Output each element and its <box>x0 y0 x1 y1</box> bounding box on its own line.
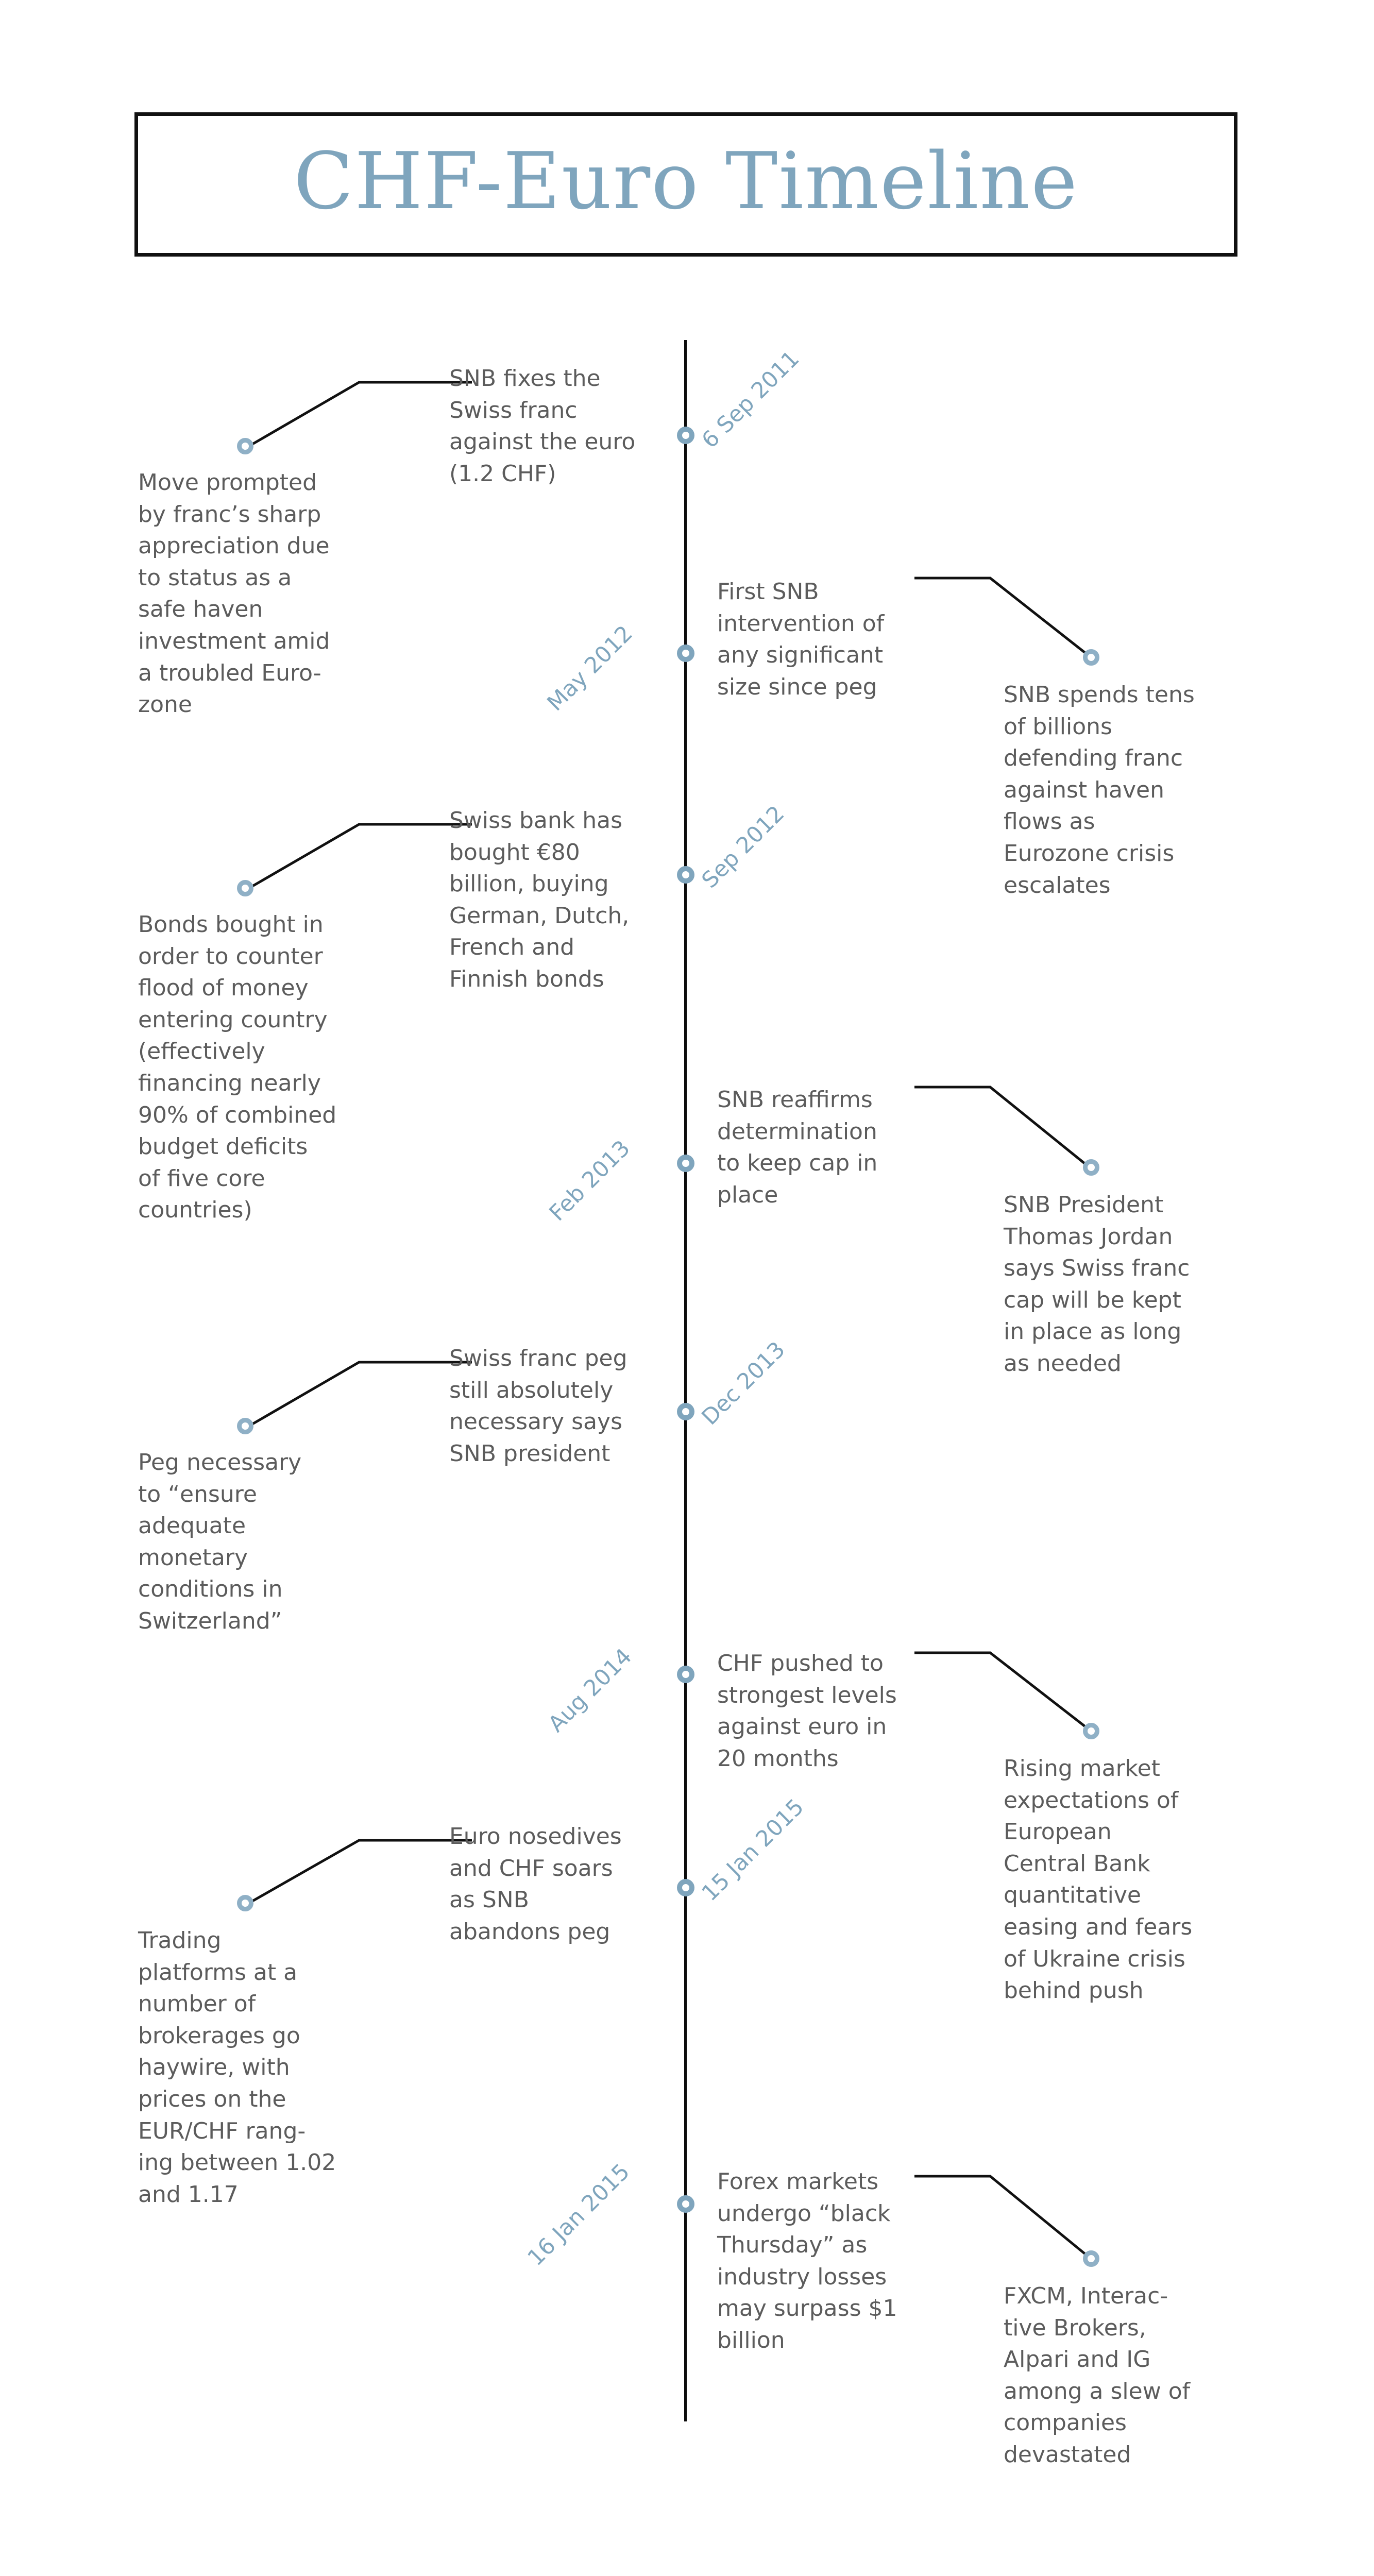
timeline-node-4[interactable] <box>677 1155 694 1172</box>
leader-line-7 <box>251 1839 472 1903</box>
timeline-node-6[interactable] <box>677 1666 694 1683</box>
event-headline-7: Euro nosedives and CHF soars as SNB aban… <box>449 1823 622 1945</box>
timeline-axis <box>684 340 687 2421</box>
event-detail-1: Move prompted by franc’s sharp appreciat… <box>138 469 330 718</box>
event-detail-4: SNB President Thomas Jordan says Swiss f… <box>1004 1192 1190 1377</box>
event-headline-2: First SNB intervention of any significan… <box>717 579 885 700</box>
page-title: CHF-Euro Timeline <box>293 135 1079 227</box>
leader-node-8[interactable] <box>1083 2250 1099 2267</box>
leader-node-6[interactable] <box>1083 1723 1099 1739</box>
timeline-node-5[interactable] <box>677 1403 694 1420</box>
timeline-node-7[interactable] <box>677 1879 694 1896</box>
title-box: CHF-Euro Timeline <box>134 112 1237 257</box>
event-headline-1: SNB fixes the Swiss franc against the eu… <box>449 365 636 487</box>
date-label-5: Dec 2013 <box>697 1336 790 1430</box>
date-label-2: May 2012 <box>542 620 638 716</box>
timeline-node-8[interactable] <box>677 2195 694 2213</box>
date-label-8: 16 Jan 2015 <box>522 2159 635 2271</box>
leader-line-1 <box>251 381 472 446</box>
leader-line-4 <box>914 1086 1088 1166</box>
leader-line-5 <box>251 1361 472 1426</box>
leader-node-5[interactable] <box>237 1418 253 1434</box>
timeline-node-1[interactable] <box>677 427 694 444</box>
leader-node-4[interactable] <box>1083 1159 1099 1176</box>
leader-line-6 <box>914 1651 1088 1729</box>
event-detail-3: Bonds bought in order to counter flood o… <box>138 911 337 1224</box>
event-detail-7: Trading platforms at a number of brokera… <box>138 1927 336 2208</box>
event-detail-2: SNB spends tens of billions defending fr… <box>1004 682 1195 899</box>
date-label-6: Aug 2014 <box>543 1643 637 1737</box>
leader-line-2 <box>914 577 1088 655</box>
timeline-node-2[interactable] <box>677 645 694 662</box>
event-headline-5: Swiss franc peg still absolutely necessa… <box>449 1345 627 1467</box>
timeline-node-3[interactable] <box>677 866 694 884</box>
leader-node-7[interactable] <box>237 1895 253 1911</box>
event-headline-6: CHF pushed to strongest levels against e… <box>717 1650 897 1772</box>
event-detail-6: Rising market expectations of European C… <box>1004 1755 1193 2004</box>
date-label-1: 6 Sep 2011 <box>697 346 805 453</box>
leader-node-3[interactable] <box>237 880 253 896</box>
event-detail-8: FXCM, Interac- tive Brokers, Alpari and … <box>1004 2283 1191 2468</box>
leader-line-3 <box>251 823 472 888</box>
event-detail-5: Peg necessary to “ensure adequate moneta… <box>138 1449 302 1634</box>
date-label-3: Sep 2012 <box>697 801 790 893</box>
event-headline-8: Forex markets undergo “black Thursday” a… <box>717 2168 897 2353</box>
leader-node-1[interactable] <box>237 438 253 454</box>
event-headline-4: SNB reaffirms determination to keep cap … <box>717 1087 878 1208</box>
leader-node-2[interactable] <box>1083 649 1099 666</box>
date-label-7: 15 Jan 2015 <box>697 1794 809 1906</box>
event-headline-3: Swiss bank has bought €80 billion, buyin… <box>449 807 630 992</box>
date-label-4: Feb 2013 <box>544 1135 635 1226</box>
leader-line-8 <box>914 2175 1088 2257</box>
